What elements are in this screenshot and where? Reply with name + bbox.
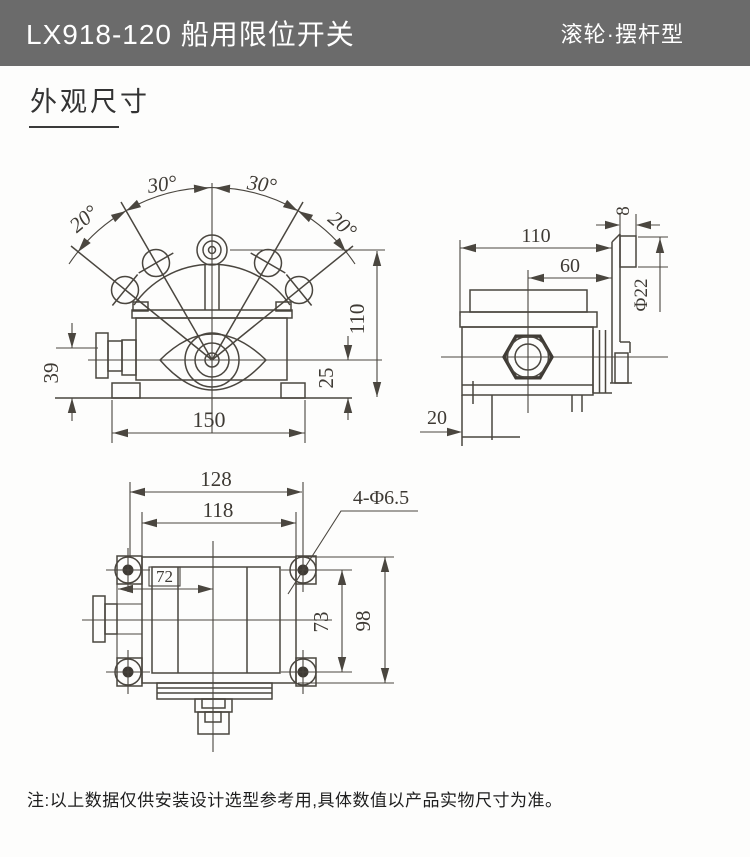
dim-label-holes: 4-Φ6.5 bbox=[353, 487, 409, 509]
angle-label-30-right: 30° bbox=[245, 170, 279, 198]
footnote: 注:以上数据仅供安装设计选型参考用,具体数值以产品实物尺寸为准。 bbox=[27, 791, 563, 810]
dim-label-73: 73 bbox=[309, 612, 333, 633]
technical-drawing: 30° 30° 20° 20° 39 25 110 150 bbox=[39, 170, 668, 752]
dim-label-60: 60 bbox=[560, 255, 580, 277]
section-title-underline bbox=[29, 126, 119, 128]
angle-label-30-left: 30° bbox=[145, 170, 179, 198]
dim-label-72: 72 bbox=[156, 567, 173, 586]
dim-label-25: 25 bbox=[314, 368, 338, 389]
angle-label-20-right: 20° bbox=[324, 206, 362, 244]
dim-label-98: 98 bbox=[351, 611, 375, 632]
dim-label-8: 8 bbox=[613, 206, 634, 216]
section-title: 外观尺寸 bbox=[30, 87, 150, 117]
mounting-hole-top-left bbox=[106, 548, 150, 592]
dim-label-118: 118 bbox=[203, 498, 234, 522]
dim-label-110-side: 110 bbox=[521, 225, 550, 247]
dim-label-128: 128 bbox=[200, 467, 232, 491]
dim-label-phi22: Φ22 bbox=[631, 279, 652, 312]
mounting-hole-bottom-right bbox=[281, 650, 325, 694]
mounting-hole-bottom-left bbox=[106, 650, 150, 694]
dim-label-20: 20 bbox=[427, 407, 447, 429]
product-type-label: 滚轮·摆杆型 bbox=[560, 22, 684, 47]
front-view: 30° 30° 20° 20° 39 25 110 150 bbox=[39, 170, 385, 443]
dim-label-39: 39 bbox=[39, 363, 63, 384]
dim-label-150: 150 bbox=[193, 407, 226, 432]
side-view: 110 60 8 Φ22 20 bbox=[420, 206, 668, 446]
header-bar: LX918-120 船用限位开关 滚轮·摆杆型 bbox=[0, 0, 750, 66]
bottom-view: 128 118 4-Φ6.5 72 73 98 bbox=[82, 467, 418, 752]
dim-label-110-front: 110 bbox=[345, 304, 369, 335]
product-title: LX918-120 船用限位开关 bbox=[26, 19, 355, 50]
